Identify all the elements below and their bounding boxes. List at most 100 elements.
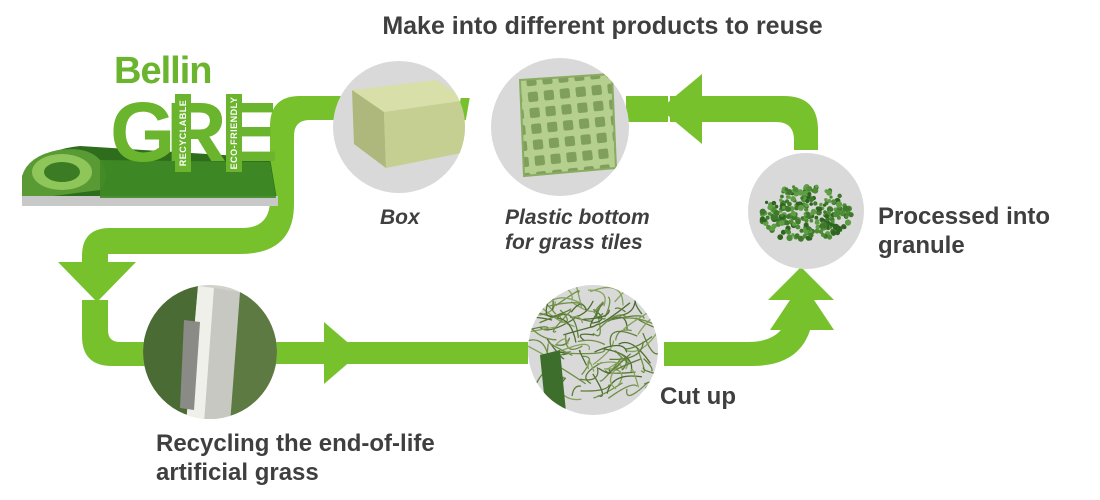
grass-fiber: [594, 302, 606, 320]
granule: [831, 219, 835, 224]
grass-fiber: [571, 316, 593, 323]
grass-fiber: [596, 314, 628, 332]
granule: [848, 212, 854, 218]
granule: [779, 198, 783, 202]
granule: [780, 229, 786, 235]
granule: [823, 210, 827, 214]
granule: [809, 218, 814, 223]
brand-letter-g: G: [110, 85, 176, 179]
grass-fiber: [577, 339, 606, 346]
granule: [780, 194, 784, 199]
granule: [826, 206, 833, 213]
granule: [808, 232, 814, 238]
recycling-line-1: Recycling the end-of-life: [156, 430, 435, 457]
granule: [842, 225, 847, 230]
granule: [780, 213, 784, 217]
arrow-up-right-head: [768, 266, 834, 300]
grass-fiber: [579, 333, 595, 342]
granule: [791, 233, 795, 237]
grass-fiber: [559, 351, 570, 356]
grass-fiber: [625, 381, 649, 397]
grass-fiber: [593, 301, 604, 314]
granule: [799, 228, 804, 233]
plastic-bottom-label: Plastic bottom for grass tiles: [505, 205, 650, 255]
grass-fiber: [555, 337, 571, 346]
granule: [804, 218, 809, 223]
grass-fiber: [556, 317, 577, 343]
granule: [820, 232, 825, 237]
grass-fiber: [592, 340, 615, 366]
grass-fiber: [556, 338, 569, 345]
arrow-up-right-head2: [770, 282, 834, 330]
grass-fiber: [610, 353, 632, 373]
granule: [785, 195, 790, 199]
grass-fiber: [614, 351, 628, 371]
granule: [815, 218, 820, 223]
arrow-bottom-shaft: [276, 342, 528, 364]
granule: [819, 202, 823, 207]
grass-fiber: [607, 384, 638, 399]
granule-line-2: granule: [878, 232, 965, 259]
granule: [785, 206, 792, 212]
granule: [765, 215, 770, 220]
granule: [815, 224, 821, 230]
grass-fiber: [597, 367, 611, 375]
granule: [835, 201, 843, 208]
granule: [786, 234, 793, 242]
granule: [800, 196, 804, 200]
granule: [778, 220, 785, 226]
granule: [832, 212, 838, 218]
granule: [816, 206, 823, 212]
granule: [790, 196, 796, 202]
granule: [813, 201, 818, 206]
grass-fiber: [614, 285, 642, 303]
granule: [824, 197, 828, 202]
granule: [759, 216, 766, 222]
granule: [824, 214, 829, 219]
eco-friendly-tag: ECO-FRIENDLY: [226, 94, 242, 172]
granule: [773, 209, 780, 216]
granule: [831, 199, 837, 205]
recyclable-tag: RECYCLABLE: [175, 94, 191, 172]
granule: [802, 234, 807, 239]
granule: [844, 214, 849, 219]
grass-tile-photo: [491, 58, 629, 196]
turf-roll-photo: [22, 146, 278, 206]
granule: [791, 222, 797, 227]
granule: [827, 234, 833, 240]
arrow-bottom-head: [324, 322, 360, 384]
grass-fiber: [552, 309, 572, 333]
recycling-label: Recycling the end-of-life artificial gra…: [156, 429, 435, 487]
grass-fiber: [599, 356, 623, 382]
granule: [806, 185, 813, 192]
grass-fiber: [594, 344, 628, 353]
granule: [786, 214, 791, 219]
arrow-top-left-bend: [82, 96, 352, 262]
granule: [819, 223, 825, 229]
granule: [804, 203, 809, 208]
granule-photo: [748, 153, 864, 269]
granule: [794, 233, 800, 239]
grass-fiber: [642, 332, 658, 355]
grass-fiber: [596, 302, 631, 326]
granule: [806, 195, 811, 200]
granule: [846, 206, 851, 211]
cut-grass-photo: [528, 285, 658, 415]
granule-line-1: Processed into: [878, 203, 1051, 230]
cut-up-label: Cut up: [660, 383, 736, 410]
grass-fiber: [642, 366, 658, 378]
artificial-grass-photo: [143, 285, 277, 419]
granule: [795, 224, 801, 230]
granule: [784, 228, 789, 233]
granule: [814, 215, 819, 220]
arrow-connector-tiles: [626, 96, 668, 122]
grass-fiber: [585, 361, 603, 385]
box-label: Box: [380, 206, 420, 229]
grass-fiber: [596, 361, 623, 371]
grass-fiber: [570, 301, 595, 313]
granule: [826, 189, 832, 196]
granule: [797, 235, 804, 242]
grass-fiber: [578, 349, 588, 366]
granule: [810, 208, 817, 215]
granule: [759, 208, 766, 215]
